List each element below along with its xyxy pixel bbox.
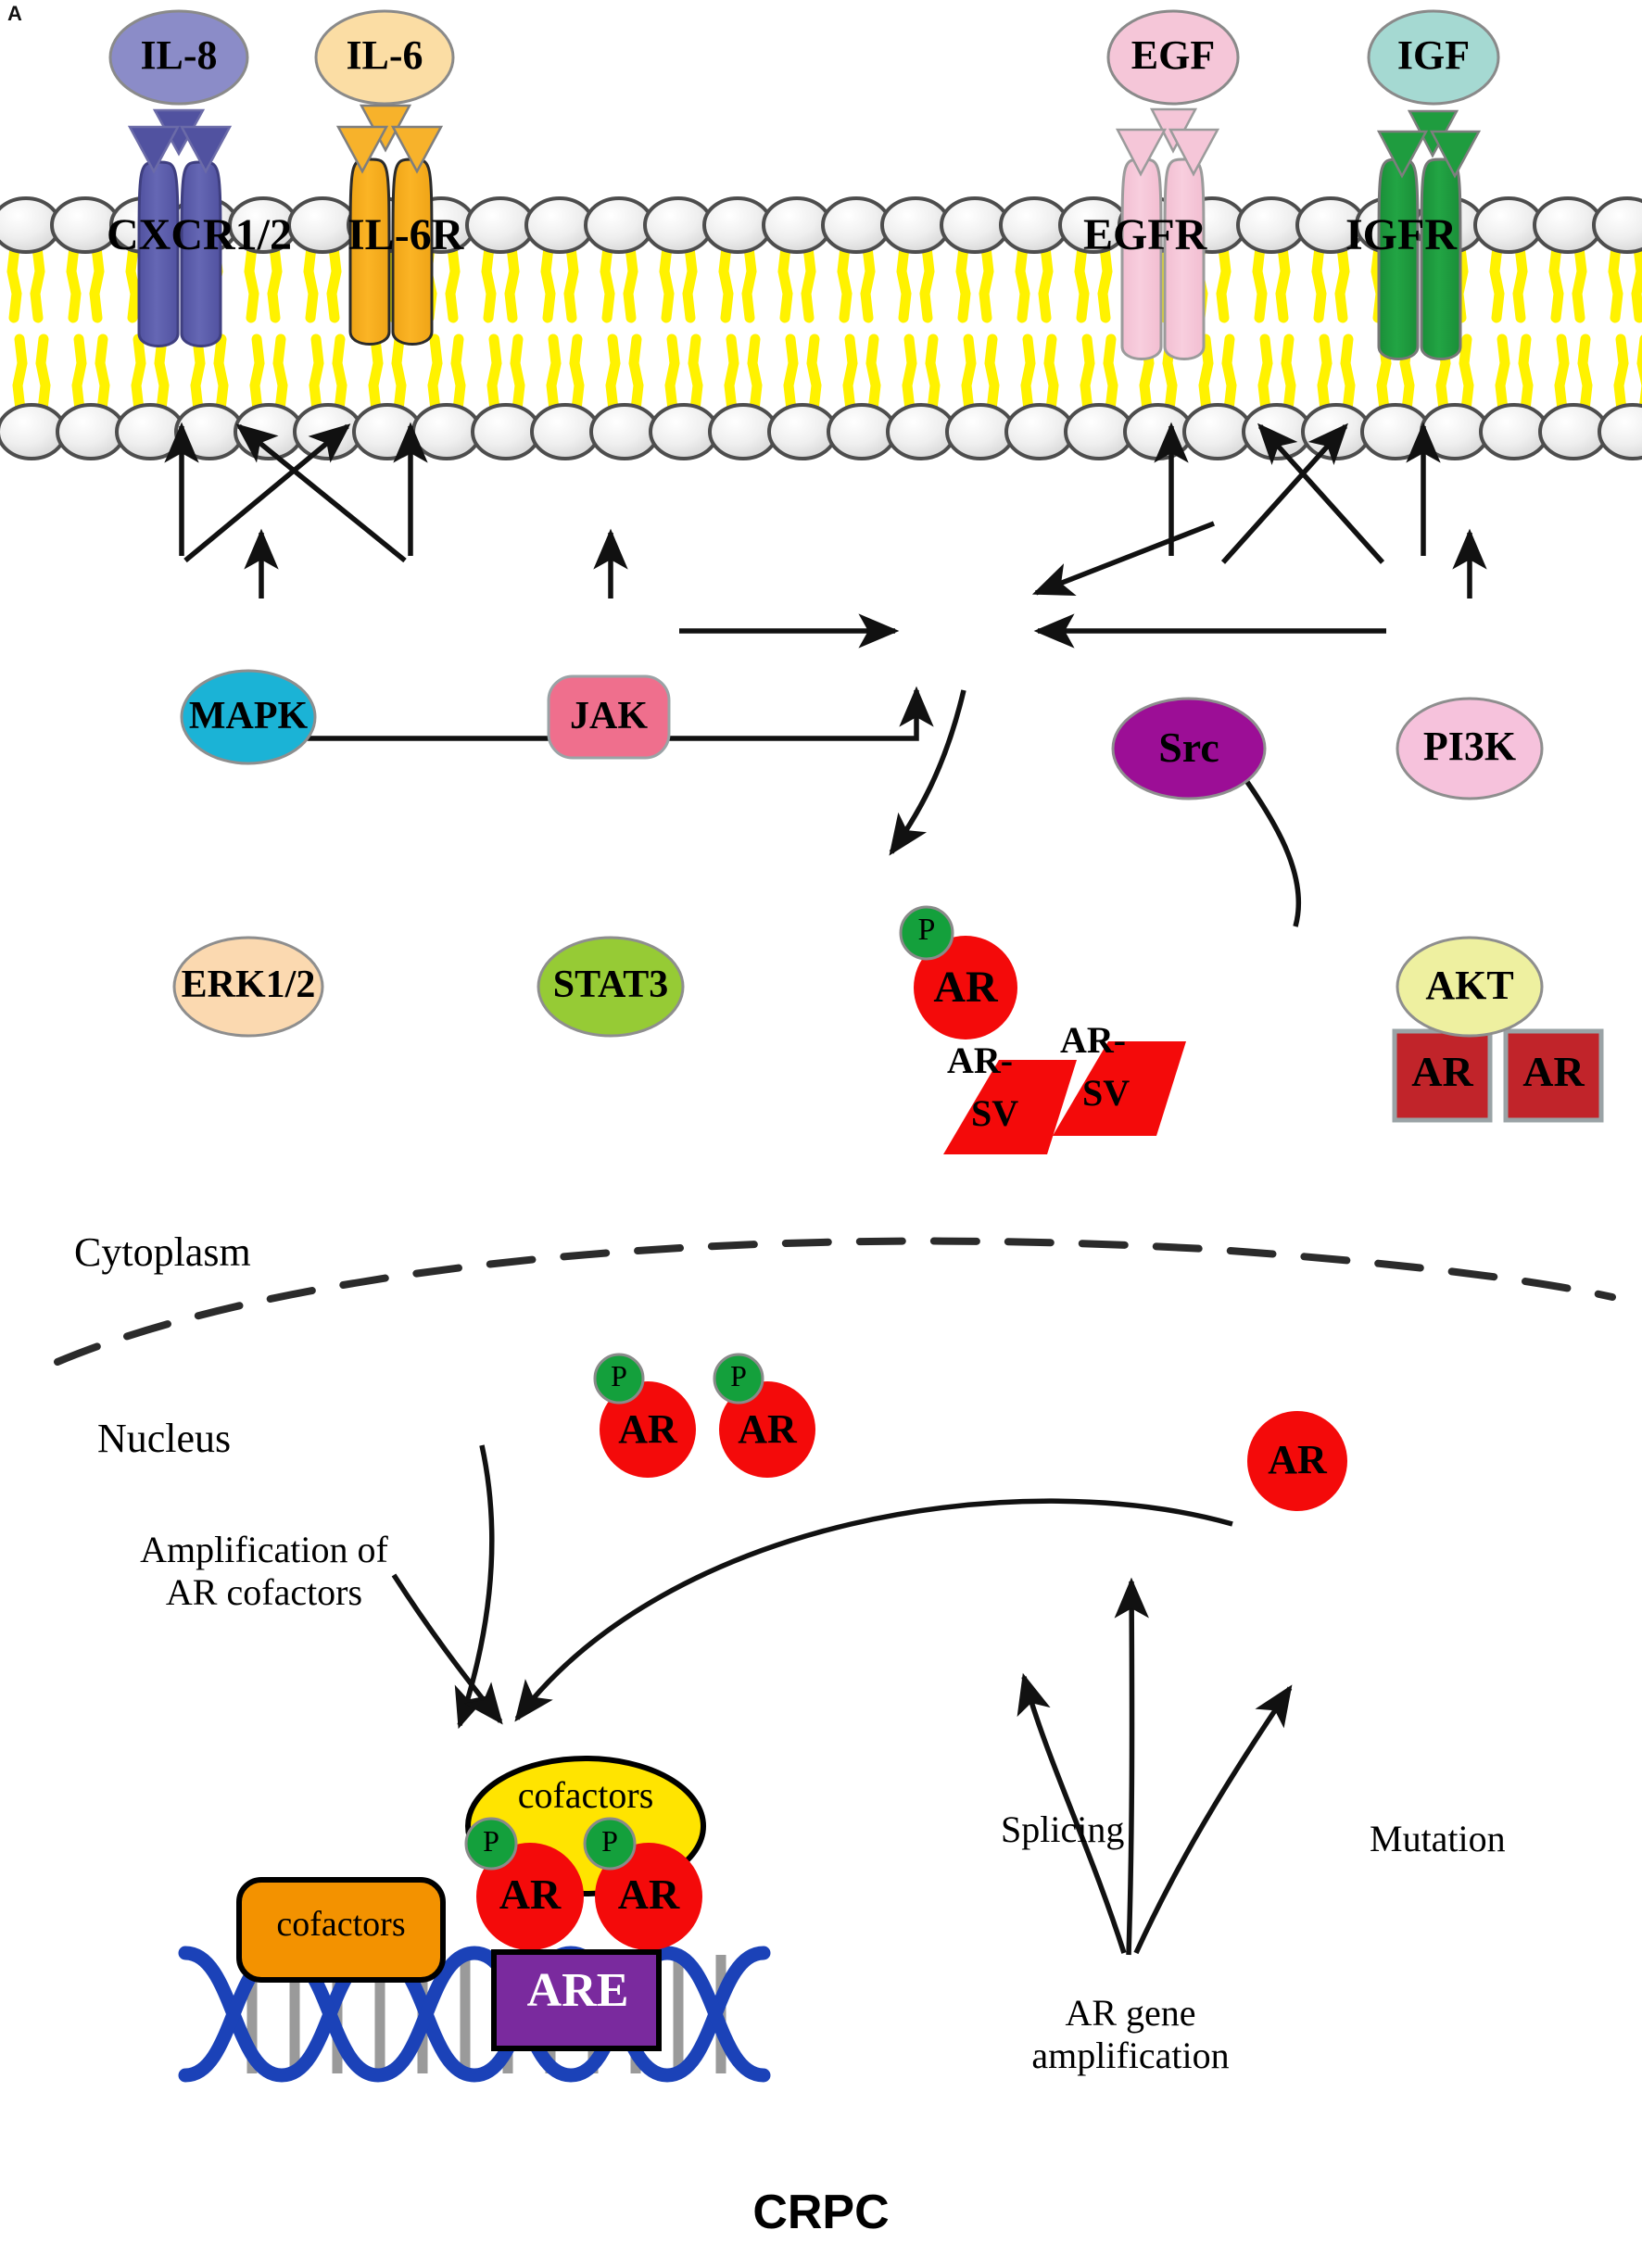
phospholipid	[115, 334, 185, 460]
figure-title-crpc: CRPC	[752, 2186, 890, 2239]
node-shape-jak[interactable]	[547, 674, 671, 760]
phospholipid	[524, 196, 595, 323]
phospholipid	[174, 334, 245, 460]
phospholipid	[1182, 334, 1253, 460]
node-shape-erk12[interactable]	[172, 936, 324, 1038]
node-shape-mapk[interactable]	[180, 669, 317, 765]
receptor-cxcr12[interactable]	[137, 160, 222, 347]
phospholipid	[1479, 334, 1549, 460]
phospholipid	[1242, 334, 1312, 460]
ar-gene-note-line1: AR gene	[1065, 1992, 1196, 2034]
ligand-triangle-il8	[127, 108, 233, 174]
phospholipid	[1064, 334, 1134, 460]
phospholipid	[702, 196, 773, 323]
phospholipid	[821, 196, 891, 323]
cofactor-amplification-arrow	[391, 1573, 503, 1725]
ligand-il6[interactable]	[314, 9, 455, 106]
receptor-igfr[interactable]	[1377, 158, 1462, 360]
phospholipid	[1236, 196, 1307, 323]
phospholipid	[584, 196, 654, 323]
ar-node-dna-right[interactable]	[583, 1817, 702, 1950]
ligand-triangle-igf	[1376, 109, 1482, 179]
node-shape-stat3[interactable]	[537, 936, 685, 1038]
phospholipid	[589, 334, 660, 460]
phospholipid	[56, 334, 126, 460]
cofactors-box-shape[interactable]	[236, 1877, 446, 1983]
ar-node-nuclear-dimer-left[interactable]	[593, 1353, 696, 1478]
phospholipid	[708, 334, 778, 460]
cytoplasm-label: Cytoplasm	[74, 1229, 251, 1275]
phospholipid	[530, 334, 600, 460]
amplification-note-line1: Amplification of	[140, 1529, 388, 1570]
phospholipid	[1004, 334, 1075, 460]
phospholipid	[234, 334, 304, 460]
phospholipid	[1473, 196, 1544, 323]
phospholipid	[1538, 334, 1609, 460]
amplification-note: Amplification of AR cofactors	[79, 1529, 449, 1614]
node-shape-src[interactable]	[1111, 697, 1267, 800]
phospholipid	[0, 334, 67, 460]
signal-arrows-mid	[244, 528, 1487, 598]
receptor-il6r[interactable]	[348, 158, 434, 346]
ar-node-cytoplasmic[interactable]	[899, 905, 1017, 1040]
phospholipid	[762, 196, 832, 323]
phospholipid	[940, 196, 1010, 323]
phospholipid	[827, 334, 897, 460]
receptor-egfr[interactable]	[1120, 158, 1206, 360]
ligand-triangle-egf	[1115, 107, 1220, 177]
ligand-igf[interactable]	[1367, 9, 1500, 106]
are-box-shape[interactable]	[491, 1949, 662, 2051]
phospholipid	[1598, 334, 1642, 460]
ligand-il8[interactable]	[108, 9, 249, 106]
phospholipid	[1592, 196, 1642, 323]
node-shape-akt[interactable]	[1396, 936, 1544, 1038]
phospholipid	[1533, 196, 1603, 323]
ar-gene-to-ar-arrow	[1114, 1577, 1149, 1956]
ar-mutant-box-1	[1392, 1028, 1493, 1123]
amplification-note-line2: AR cofactors	[165, 1571, 363, 1613]
ar-splice-variant-1	[943, 1060, 1077, 1154]
node-shape-pi3k[interactable]	[1396, 697, 1544, 800]
phospholipid	[649, 334, 719, 460]
splicing-label: Splicing	[1001, 1808, 1125, 1850]
phospholipid	[50, 196, 120, 323]
phospholipid	[0, 196, 61, 323]
phospholipid	[471, 334, 541, 460]
phospholipid	[643, 196, 714, 323]
mutation-label: Mutation	[1370, 1818, 1506, 1859]
phospholipid	[945, 334, 1016, 460]
signal-arrows-upper	[164, 422, 1441, 564]
phospholipid	[1295, 196, 1366, 323]
ar-node-nuclear-free[interactable]	[1247, 1411, 1347, 1511]
phospholipid	[880, 196, 951, 323]
phospholipid	[999, 196, 1069, 323]
ar-mutant-box-2	[1503, 1028, 1604, 1123]
ar-gene-note-line2: amplification	[1031, 2035, 1230, 2076]
phospholipid	[228, 196, 298, 323]
phospholipid	[1301, 334, 1371, 460]
phospholipid	[767, 334, 838, 460]
ar-node-dna-left[interactable]	[464, 1817, 584, 1950]
ar-nuclear-translocation-arrow	[889, 689, 966, 856]
ar-dimer-to-dna-arrow	[454, 1444, 495, 1730]
nuclear-envelope	[54, 1237, 1616, 1366]
ar-gene-amplification-note: AR gene amplification	[964, 1992, 1297, 2077]
phospholipid	[465, 196, 536, 323]
free-ar-to-dna-arrow	[514, 1498, 1233, 1722]
phospholipid	[287, 196, 358, 323]
phospholipid	[1058, 196, 1129, 323]
nucleus-label: Nucleus	[97, 1416, 232, 1461]
panel-tag: A	[7, 2, 22, 25]
signal-arrows-to-ar	[679, 521, 1386, 649]
phospholipid	[411, 334, 482, 460]
phospholipid	[886, 334, 956, 460]
ligand-egf[interactable]	[1106, 9, 1240, 106]
ligand-triangle-il6	[335, 104, 444, 174]
ar-splice-variant-2	[1053, 1041, 1186, 1136]
mutation-arrow	[1133, 1684, 1293, 1955]
splicing-arrow	[1017, 1672, 1127, 1954]
ar-node-nuclear-dimer-right[interactable]	[713, 1353, 815, 1478]
